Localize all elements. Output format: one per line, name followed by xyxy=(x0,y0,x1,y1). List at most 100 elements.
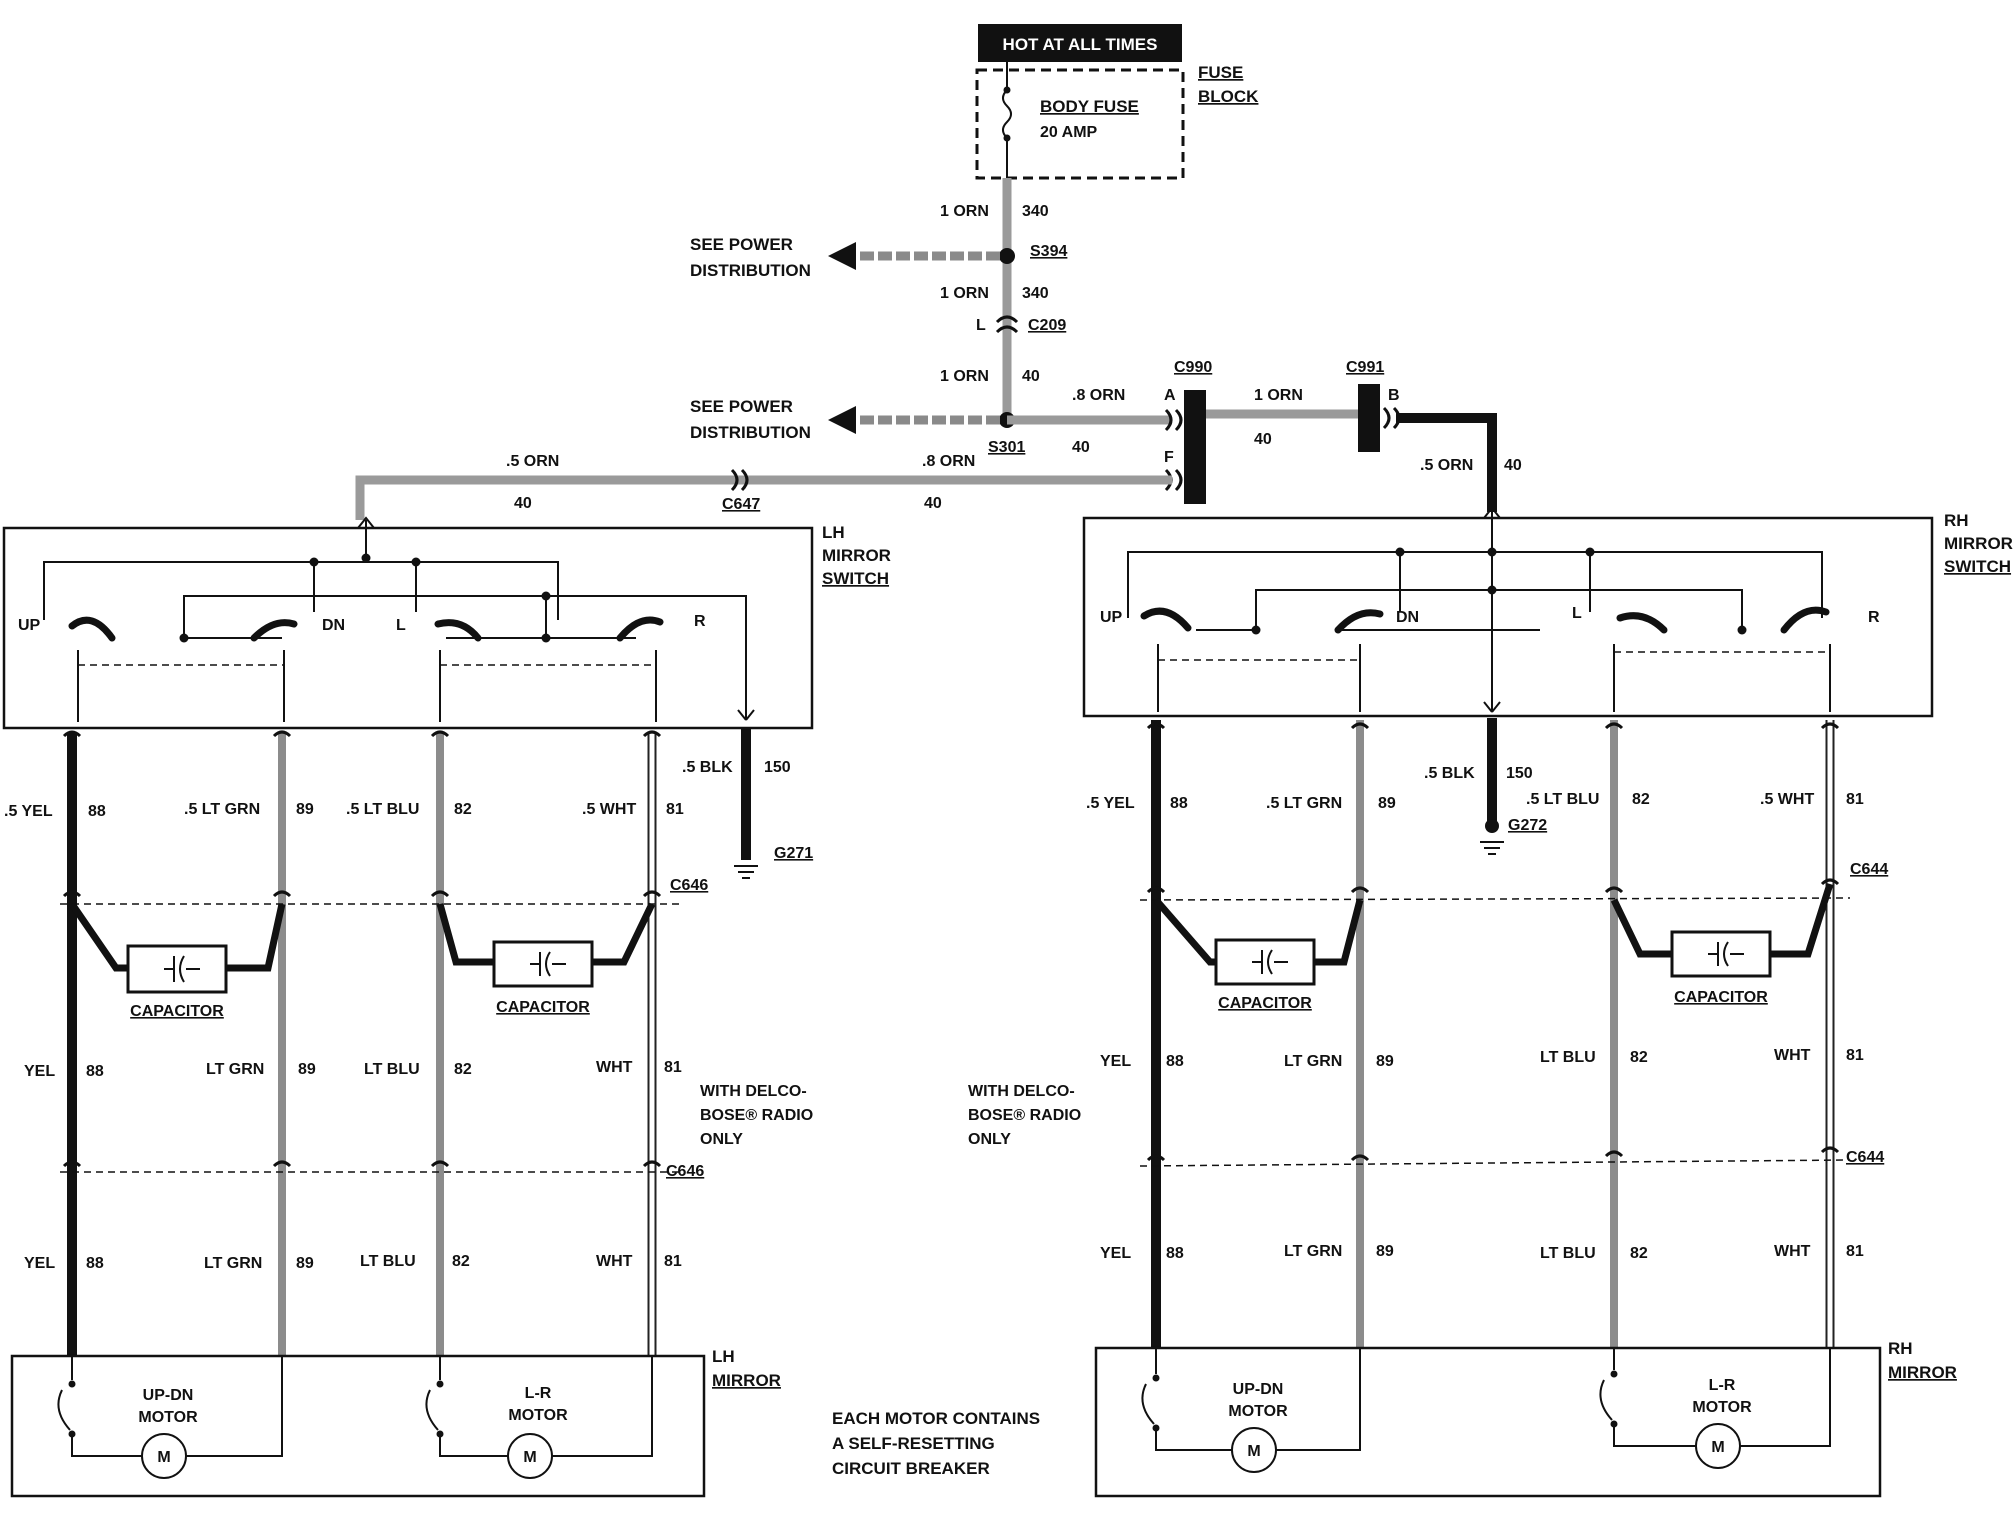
lh-ltblu-circuit: 82 xyxy=(454,801,472,818)
rh-ltblu-1: LT BLU xyxy=(1540,1049,1596,1066)
rh-ltblu-circuit: 82 xyxy=(1632,791,1650,808)
lh-yel-2: YEL xyxy=(24,1255,55,1272)
body-fuse-label: BODY FUSE xyxy=(1040,97,1139,116)
rh-switch-dn-label: DN xyxy=(1396,609,1419,626)
lh-wht-circuit: 81 xyxy=(666,801,684,818)
footnote-line-1: EACH MOTOR CONTAINS xyxy=(832,1409,1040,1428)
lh-switch-label-3: SWITCH xyxy=(822,569,889,588)
lh-wht-2: WHT xyxy=(596,1253,633,1270)
lh-ground-label: G271 xyxy=(774,845,813,862)
rh-mirror-box xyxy=(1094,1346,1882,1498)
lh-switch-r-label: R xyxy=(694,613,706,630)
lh-capacitor-1 xyxy=(126,944,228,994)
wire-rh-circuit: 40 xyxy=(1504,457,1522,474)
wire-f-gauge: .8 ORN xyxy=(922,453,975,470)
rh-lr-motor-icon xyxy=(1695,1423,1741,1469)
rh-ltgrn-circuit: 89 xyxy=(1378,795,1396,812)
rh-mirror-label-1: RH xyxy=(1888,1339,1913,1358)
rh-ground-label: G272 xyxy=(1508,817,1547,834)
splice-s301-label: S301 xyxy=(988,439,1025,456)
rh-ltgrn-1-circuit: 89 xyxy=(1376,1053,1394,1070)
rh-switch-l-label: L xyxy=(1572,605,1582,622)
connector-c990 xyxy=(1184,390,1206,504)
feed-w1-circuit: 340 xyxy=(1022,203,1049,220)
rh-switch-label-1: RH xyxy=(1944,511,1969,530)
lh-capacitor-1-label: CAPACITOR xyxy=(130,1003,224,1020)
wire-b-circuit: 40 xyxy=(1254,431,1272,448)
wire-f-circuit: 40 xyxy=(924,495,942,512)
footnote-line-3: CIRCUIT BREAKER xyxy=(832,1459,990,1478)
rh-ltblu-gauge: .5 LT BLU xyxy=(1526,791,1599,808)
rh-wht-2-circuit: 81 xyxy=(1846,1243,1864,1260)
connector-c991-label: C991 xyxy=(1346,359,1384,376)
lh-blk-gauge: .5 BLK xyxy=(682,759,733,776)
splice-s394-label: S394 xyxy=(1030,243,1067,260)
lh-mirror-label-2: MIRROR xyxy=(712,1371,781,1390)
hot-at-all-times-banner xyxy=(978,24,1182,62)
lh-ltblu-1: LT BLU xyxy=(364,1061,420,1078)
arrow-left-icon xyxy=(828,406,856,434)
see-power-1-line1: SEE POWER xyxy=(690,235,793,254)
connector-c647-label: C647 xyxy=(722,496,760,513)
connector-c647-symbol xyxy=(730,468,749,492)
lh-connector-c646-1: C646 xyxy=(670,877,708,894)
rh-capacitor-1 xyxy=(1214,938,1316,986)
rh-yel-gauge: .5 YEL xyxy=(1086,795,1135,812)
lh-yel-1: YEL xyxy=(24,1063,55,1080)
fuse-rating: 20 AMP xyxy=(1040,124,1098,141)
wire-to-rh-switch xyxy=(1396,413,1497,512)
rh-blk-gauge: .5 BLK xyxy=(1424,765,1475,782)
footnote-line-2: A SELF-RESETTING xyxy=(832,1434,995,1453)
lh-updn-motor-2: MOTOR xyxy=(138,1409,198,1426)
rh-yel-2-circuit: 88 xyxy=(1166,1245,1184,1262)
rh-wht-circuit: 81 xyxy=(1846,791,1864,808)
rh-updn-motor-1: UP-DN xyxy=(1233,1381,1284,1398)
rh-radio-note-1: WITH DELCO- xyxy=(968,1083,1075,1100)
rh-connector-c644-1: C644 xyxy=(1850,861,1888,878)
rh-updn-motor-2: MOTOR xyxy=(1228,1403,1288,1420)
connector-c991-pin-b: B xyxy=(1388,387,1400,404)
lh-ltblu-2: LT BLU xyxy=(360,1253,416,1270)
wire-lh-circuit: 40 xyxy=(514,495,532,512)
lh-ltgrn-1-circuit: 89 xyxy=(298,1061,316,1078)
lh-radio-note-3: ONLY xyxy=(700,1131,743,1148)
rh-ltgrn-2: LT GRN xyxy=(1284,1243,1342,1260)
rh-lr-motor-m: M xyxy=(1711,1439,1724,1456)
lh-ltblu-2-circuit: 82 xyxy=(452,1253,470,1270)
rh-yel-2: YEL xyxy=(1100,1245,1131,1262)
rh-ltblu-2: LT BLU xyxy=(1540,1245,1596,1262)
rh-ltgrn-2-circuit: 89 xyxy=(1376,1243,1394,1260)
rh-lr-motor-1: L-R xyxy=(1709,1377,1736,1394)
rh-switch-up-label: UP xyxy=(1100,609,1123,626)
lh-radio-note-2: BOSE® RADIO xyxy=(700,1107,813,1124)
rh-connector-c644-2: C644 xyxy=(1846,1149,1884,1166)
lh-radio-note-1: WITH DELCO- xyxy=(700,1083,807,1100)
lh-wht-1-circuit: 81 xyxy=(664,1059,682,1076)
rh-wht-1-circuit: 81 xyxy=(1846,1047,1864,1064)
rh-yel-1-circuit: 88 xyxy=(1166,1053,1184,1070)
connector-c209-pin: L xyxy=(976,317,986,334)
fuse-block-outline xyxy=(975,68,1185,180)
wire-b-gauge: 1 ORN xyxy=(1254,387,1303,404)
lh-switch-up-label: UP xyxy=(18,617,41,634)
lh-ltgrn-2: LT GRN xyxy=(204,1255,262,1272)
rh-switch-label-3: SWITCH xyxy=(1944,557,2011,576)
lh-updn-motor-1: UP-DN xyxy=(143,1387,194,1404)
lh-yel-gauge: .5 YEL xyxy=(4,803,53,820)
feed-w3-circuit: 40 xyxy=(1022,368,1040,385)
wire-to-lh-switch xyxy=(355,475,1172,520)
lh-mirror-switch-box xyxy=(2,526,814,730)
lh-switch-label-1: LH xyxy=(822,523,845,542)
fuse-block-label-2: BLOCK xyxy=(1198,87,1259,106)
lh-yel-1-circuit: 88 xyxy=(86,1063,104,1080)
lh-ltblu-1-circuit: 82 xyxy=(454,1061,472,1078)
feed-w3-gauge: 1 ORN xyxy=(940,368,989,385)
rh-ltgrn-1: LT GRN xyxy=(1284,1053,1342,1070)
see-power-2-line1: SEE POWER xyxy=(690,397,793,416)
connector-c990-label: C990 xyxy=(1174,359,1212,376)
lh-lr-motor-1: L-R xyxy=(525,1385,552,1402)
lh-lr-motor-2: MOTOR xyxy=(508,1407,568,1424)
connector-c990-pin-f: F xyxy=(1164,449,1174,466)
wire-a-gauge: .8 ORN xyxy=(1072,387,1125,404)
